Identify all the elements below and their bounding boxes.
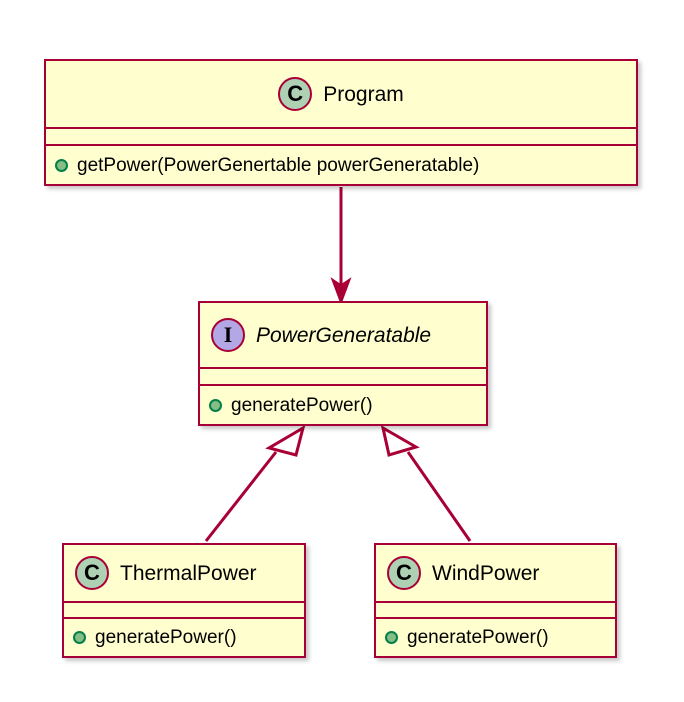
class-header-wind-power: C WindPower — [376, 545, 615, 601]
class-title: Program — [323, 82, 404, 106]
compartment-divider — [64, 601, 304, 603]
class-header-thermal-power: C ThermalPower — [64, 545, 304, 601]
method-label: generatePower() — [95, 627, 237, 648]
class-title: WindPower — [432, 561, 540, 585]
interface-stereotype-icon: I — [211, 318, 245, 352]
methods-compartment-power-generatable: generatePower() — [200, 386, 486, 424]
class-node-wind-power[interactable]: C WindPower generatePower() — [374, 543, 617, 658]
class-stereotype-icon: C — [387, 556, 421, 590]
visibility-public-icon — [73, 631, 86, 644]
compartment-divider — [200, 367, 486, 369]
class-header-program: C Program — [46, 61, 636, 127]
attributes-compartment-thermal-power — [64, 603, 304, 617]
class-stereotype-icon: C — [278, 77, 313, 111]
methods-compartment-thermal-power: generatePower() — [64, 619, 304, 656]
compartment-divider — [46, 144, 636, 146]
attributes-compartment-program — [46, 129, 636, 144]
attributes-compartment-wind-power — [376, 603, 615, 617]
class-title: ThermalPower — [120, 561, 257, 585]
method-row[interactable]: generatePower() — [64, 628, 304, 647]
visibility-public-icon — [55, 158, 68, 172]
compartment-divider — [376, 617, 615, 619]
edge-line — [406, 451, 472, 542]
methods-compartment-program: getPower(PowerGenertable powerGeneratabl… — [46, 146, 636, 184]
attributes-compartment-power-generatable — [200, 369, 486, 384]
compartment-divider — [200, 384, 486, 386]
compartment-divider — [46, 127, 636, 129]
class-stereotype-icon: C — [75, 556, 109, 590]
method-row[interactable]: generatePower() — [376, 628, 615, 647]
arrowhead-hollow-triangle — [380, 425, 420, 457]
method-label: getPower(PowerGenertable powerGeneratabl… — [77, 154, 480, 176]
edge-program-uses-interface — [330, 187, 352, 306]
class-node-program[interactable]: C Program getPower(PowerGenertable power… — [44, 59, 638, 186]
visibility-public-icon — [209, 398, 222, 412]
edge-windpower-implements-interface — [380, 425, 472, 542]
method-label: generatePower() — [231, 394, 373, 416]
class-node-thermal-power[interactable]: C ThermalPower generatePower() — [62, 543, 306, 658]
arrowhead-hollow-triangle — [265, 424, 306, 457]
interface-header-power-generatable: I PowerGeneratable — [200, 303, 486, 367]
methods-compartment-wind-power: generatePower() — [376, 619, 615, 656]
compartment-divider — [376, 601, 615, 603]
method-row[interactable]: generatePower() — [200, 396, 486, 415]
edge-thermalpower-implements-interface — [204, 424, 306, 542]
compartment-divider — [64, 617, 304, 619]
method-row[interactable]: getPower(PowerGenertable powerGeneratabl… — [46, 156, 636, 175]
arrowhead-solid — [330, 277, 352, 306]
interface-title: PowerGeneratable — [256, 323, 432, 347]
visibility-public-icon — [385, 631, 398, 644]
edge-line — [204, 451, 278, 542]
interface-node-power-generatable[interactable]: I PowerGeneratable generatePower() — [198, 301, 488, 426]
method-label: generatePower() — [407, 627, 549, 648]
